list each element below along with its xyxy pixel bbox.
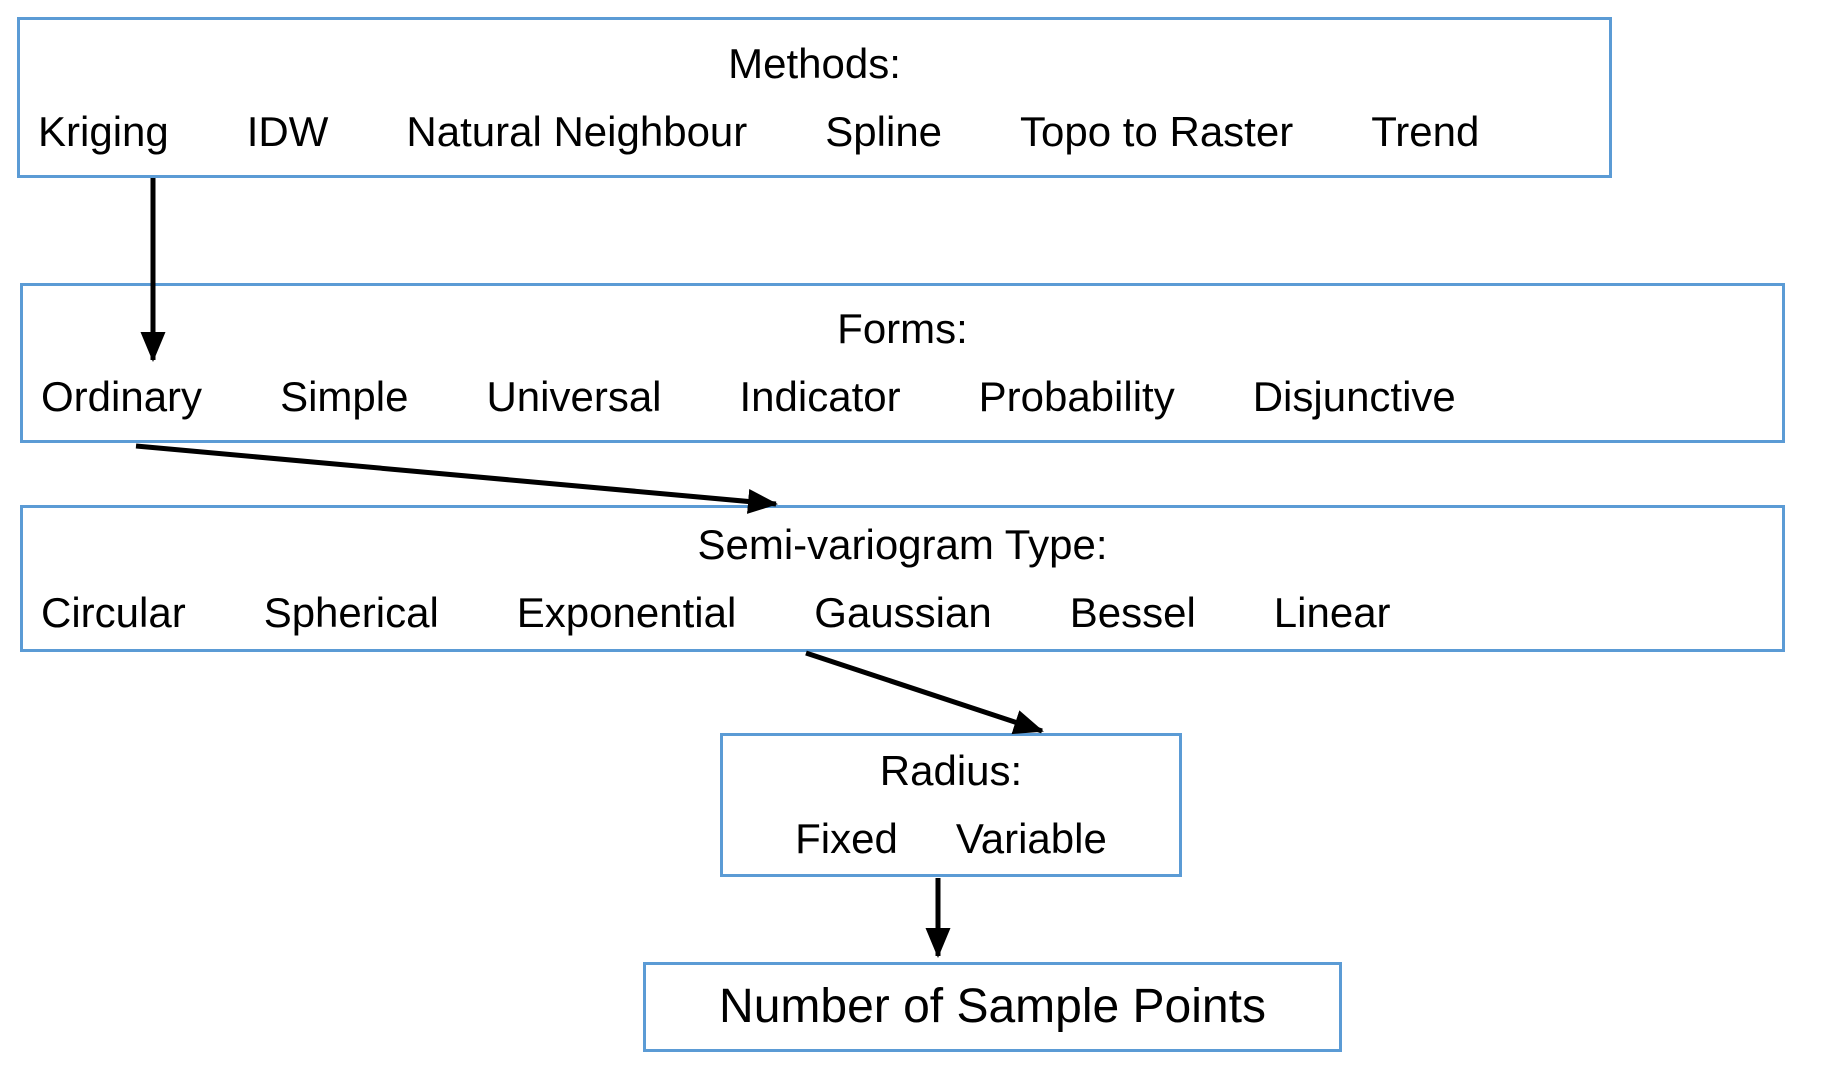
semivariogram-item-exponential: Exponential <box>516 588 737 636</box>
form-item-probability: Probability <box>978 373 1175 420</box>
method-item-spline: Spline <box>825 107 943 155</box>
form-item-simple: Simple <box>280 373 409 420</box>
method-item-idw: IDW <box>246 107 329 155</box>
methods-title: Methods: <box>728 39 901 87</box>
radius-title: Radius: <box>879 747 1023 794</box>
semivariogram-item-linear: Linear <box>1273 588 1391 636</box>
sample-points-box: Number of Sample Points <box>643 962 1342 1052</box>
semivariogram-item-bessel: Bessel <box>1069 588 1196 636</box>
form-item-universal: Universal <box>486 373 662 420</box>
form-item-indicator: Indicator <box>739 373 901 420</box>
semivariogram-item-spherical: Spherical <box>263 588 439 636</box>
methods-items: Kriging IDW Natural Neighbour Spline Top… <box>20 98 1609 166</box>
forms-items: Ordinary Simple Universal Indicator Prob… <box>23 363 1782 431</box>
semivariogram-title: Semi-variogram Type: <box>697 520 1108 568</box>
forms-title: Forms: <box>837 305 968 352</box>
radius-items: Fixed Variable <box>723 805 1179 873</box>
method-item-natural-neighbour: Natural Neighbour <box>406 107 748 155</box>
form-item-ordinary: Ordinary <box>41 373 203 420</box>
sample-points-title: Number of Sample Points <box>719 980 1266 1033</box>
methods-box: Methods: Kriging IDW Natural Neighbour S… <box>17 17 1612 178</box>
method-item-trend: Trend <box>1371 107 1480 155</box>
radius-box: Radius: Fixed Variable <box>720 733 1182 877</box>
radius-item-variable: Variable <box>955 815 1107 862</box>
semivariogram-item-circular: Circular <box>41 588 186 636</box>
semivariogram-item-gaussian: Gaussian <box>814 588 992 636</box>
arrow-ordinary-to-semivariogram <box>135 443 778 514</box>
semivariogram-box: Semi-variogram Type: Circular Spherical … <box>20 505 1785 652</box>
semivariogram-items: Circular Spherical Exponential Gaussian … <box>23 579 1782 647</box>
method-item-topo-to-raster: Topo to Raster <box>1020 107 1294 155</box>
arrow-exponential-to-radius <box>805 650 1044 735</box>
form-item-disjunctive: Disjunctive <box>1252 373 1456 420</box>
method-item-kriging: Kriging <box>38 107 169 155</box>
radius-item-fixed: Fixed <box>795 815 898 862</box>
forms-box: Forms: Ordinary Simple Universal Indicat… <box>20 283 1785 443</box>
